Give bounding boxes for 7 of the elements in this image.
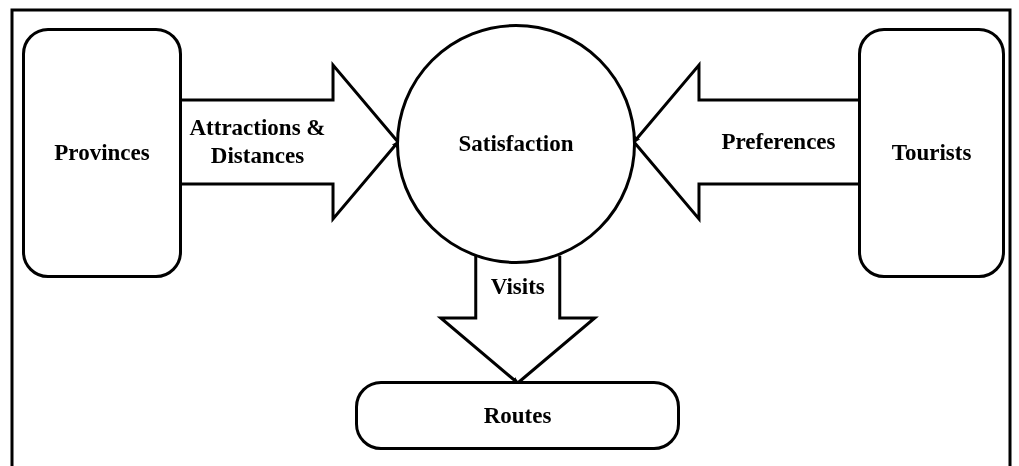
node-label: Provinces bbox=[54, 139, 150, 167]
rounded-box bbox=[355, 381, 680, 450]
node-label: Routes bbox=[483, 401, 552, 430]
rounded-box bbox=[858, 28, 1005, 278]
node-label: Satisfaction bbox=[458, 130, 574, 158]
rounded-box bbox=[22, 28, 182, 278]
node-label: Tourists bbox=[891, 139, 972, 167]
